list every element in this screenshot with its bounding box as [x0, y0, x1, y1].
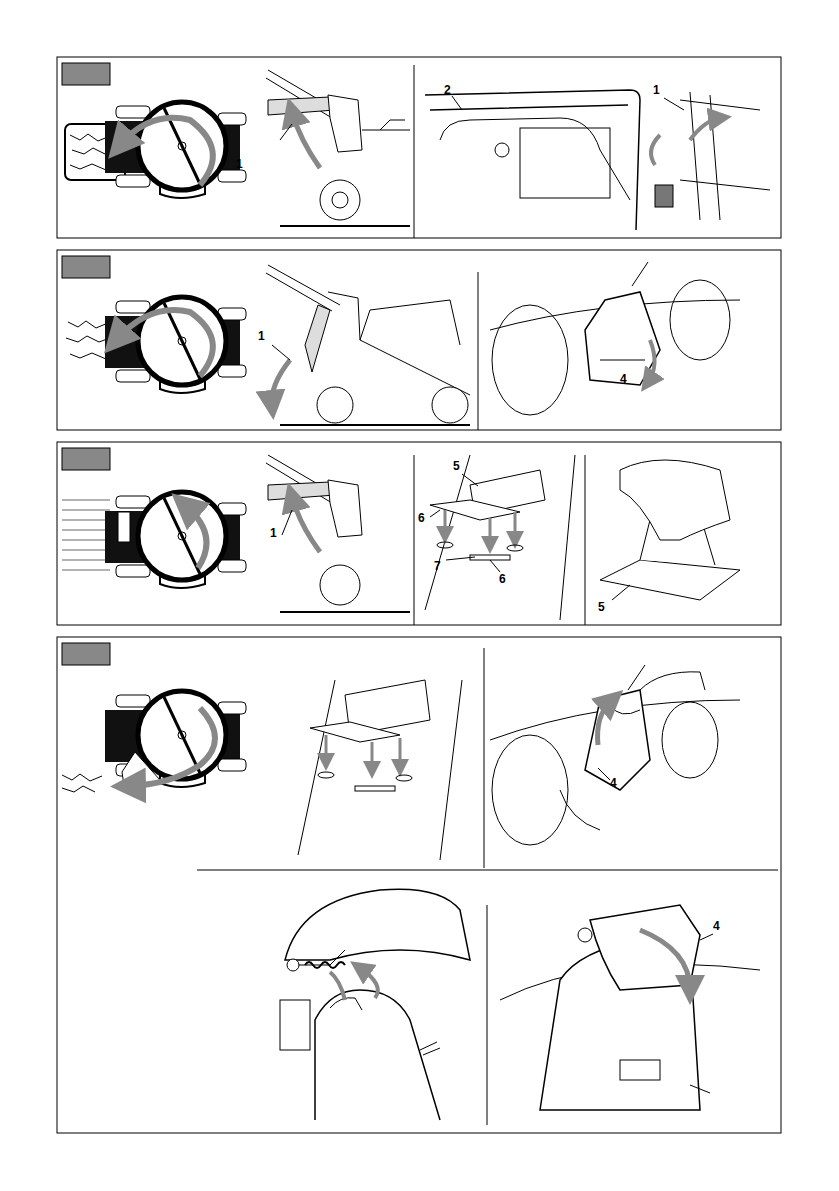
callout-number: 6	[418, 512, 425, 525]
callout-number: 1	[236, 158, 243, 171]
callout-number: 5	[598, 601, 605, 614]
callout-number: 1	[258, 330, 265, 343]
callout-number: 1	[653, 84, 660, 97]
callout-number: 4	[620, 373, 627, 386]
callout-number: 4	[610, 777, 617, 790]
callout-number: 4	[713, 920, 720, 933]
callout-number: 2	[444, 84, 451, 97]
callout-number: 5	[453, 460, 460, 473]
callout-number: 1	[270, 527, 277, 540]
callout-number: 6	[499, 573, 506, 586]
callout-number: 7	[434, 560, 441, 573]
